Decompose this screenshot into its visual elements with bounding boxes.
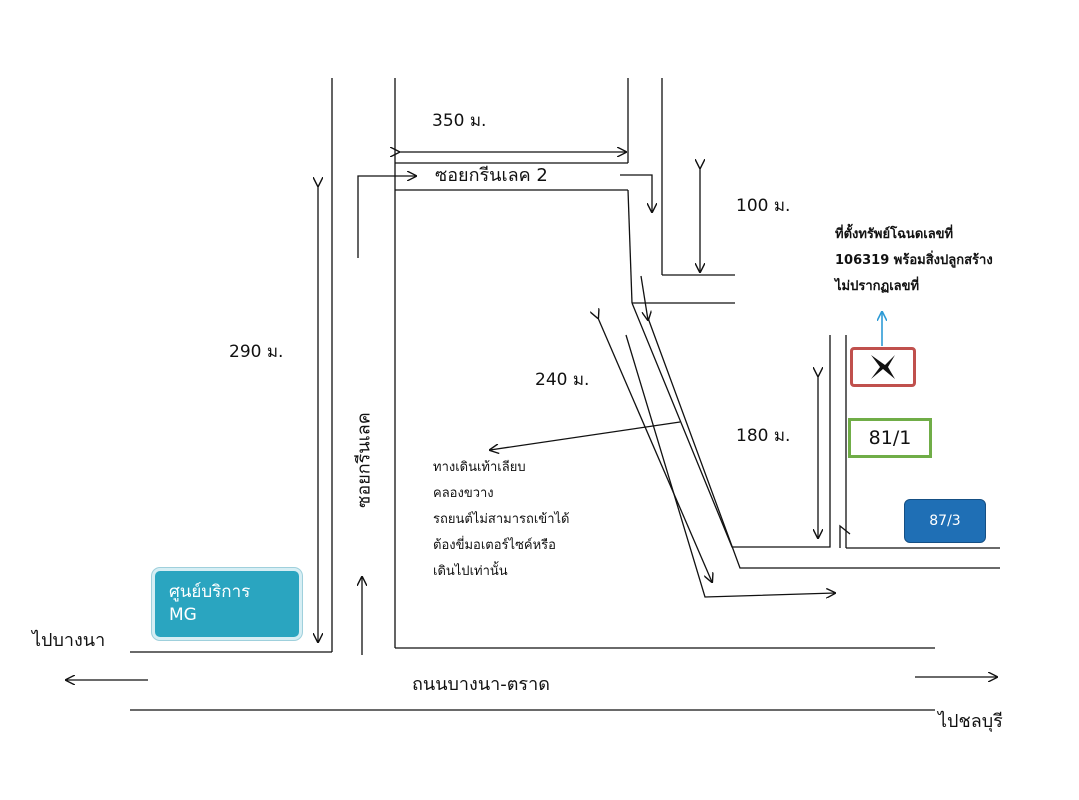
- to-chonburi-label: ไปชลบุรี: [938, 711, 1003, 732]
- main-road-label: ถนนบางนา-ตราด: [412, 674, 550, 695]
- walkway-note: ทางเดินเท้าเลียบ คลองขวาง รถยนต์ไม่สามาร…: [433, 460, 570, 579]
- distance-label-180: 180 ม.: [736, 426, 791, 446]
- canal-road-left: [627, 189, 633, 304]
- to-bangna-label: ไปบางนา: [32, 630, 106, 651]
- route-arrow-walkway: [625, 334, 835, 597]
- distance-label-240: 240 ม.: [535, 370, 590, 390]
- soi-green-lake-label: ซอยกรีนเลค: [353, 412, 375, 508]
- mg-box-line-2: MG: [169, 605, 197, 625]
- route-arrow-down-canal: [640, 275, 648, 320]
- route-arrow-to-87: [839, 524, 851, 548]
- house-81-1-box: 81/1: [848, 418, 932, 458]
- mg-box-line-1: ศูนย์บริการ: [169, 582, 251, 602]
- distance-label-100: 100 ม.: [736, 196, 791, 216]
- walkway-pointer-arrow: [490, 421, 681, 450]
- x-mark-icon: [871, 355, 895, 379]
- house-87-3-box: 87/3: [904, 499, 986, 543]
- distance-label-290: 290 ม.: [229, 342, 284, 362]
- route-arrow-into-soi2: [357, 176, 416, 258]
- dim-240-arrow: [598, 318, 712, 582]
- soi-green-lake-2-label: ซอยกรีนเลค 2: [435, 165, 548, 186]
- mg-service-center-box: ศูนย์บริการ MG: [152, 568, 302, 640]
- property-location-box: [850, 347, 916, 387]
- property-note: ที่ตั้งทรัพย์โฉนดเลขที่ 106319 พร้อมสิ่ง…: [835, 227, 993, 294]
- route-arrow-down-soi2: [620, 174, 652, 212]
- distance-label-350: 350 ม.: [432, 111, 487, 131]
